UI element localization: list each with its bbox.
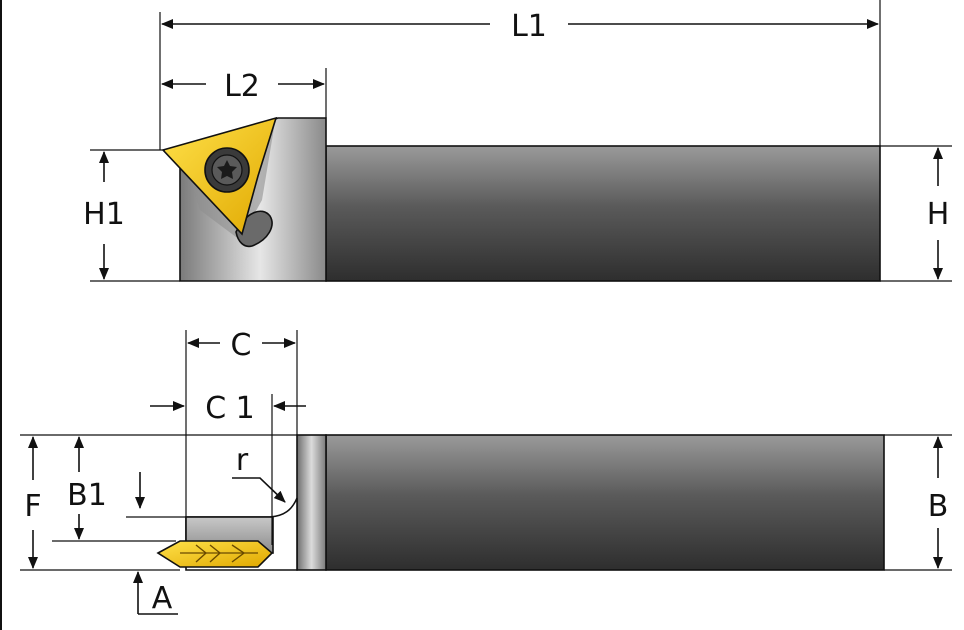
dim-label-H1: H1 (83, 197, 125, 232)
dim-label-B: B (928, 489, 949, 524)
dim-label-C: C (231, 328, 252, 363)
side-view: C C 1 r F B1 B A (20, 328, 952, 616)
dim-label-F: F (24, 489, 41, 524)
top-shank-body (325, 145, 881, 282)
dim-label-r: r (236, 443, 249, 478)
dim-label-H: H (927, 197, 950, 232)
dim-label-A: A (152, 581, 173, 616)
side-shank-body (325, 434, 885, 571)
dim-label-C1: C 1 (205, 391, 255, 426)
dim-label-B1: B1 (67, 478, 107, 513)
dim-label-L2: L2 (224, 69, 260, 104)
side-neck (296, 434, 327, 571)
dim-label-L1: L1 (511, 9, 547, 44)
side-insert (156, 540, 274, 568)
insert-screw-icon (204, 147, 250, 193)
top-view: L1 L2 H1 H (83, 0, 952, 282)
r-leader (232, 477, 286, 503)
